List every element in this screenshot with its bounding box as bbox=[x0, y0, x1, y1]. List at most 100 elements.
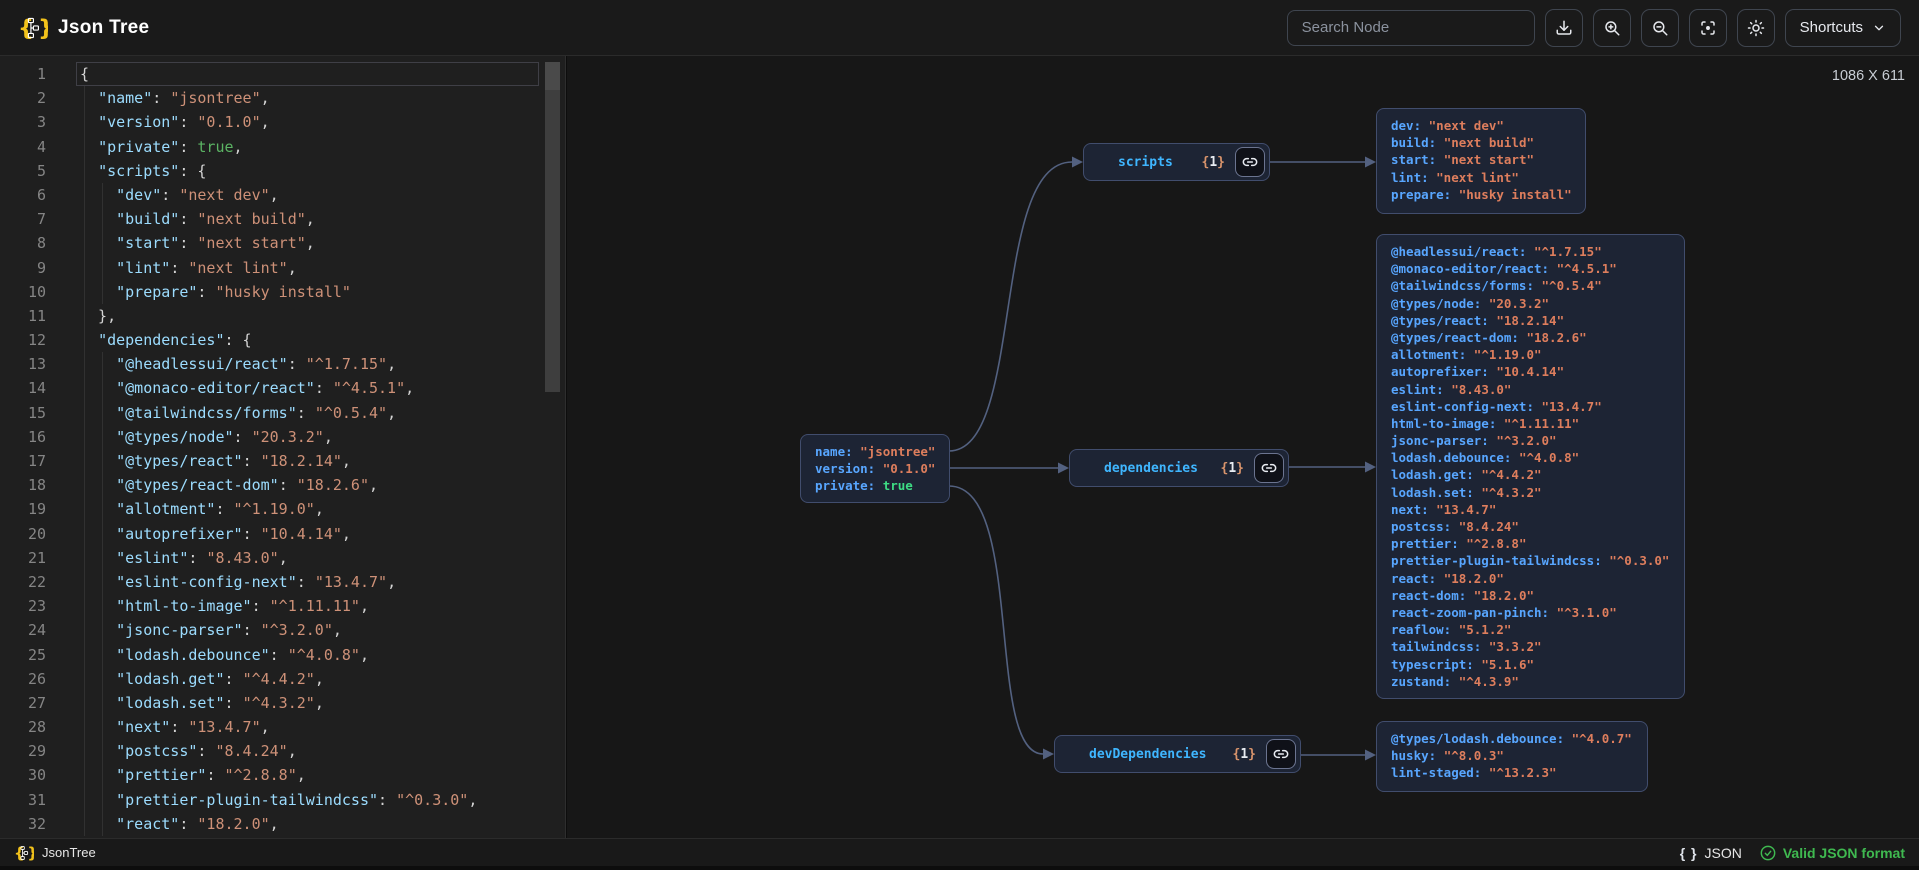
editor-line[interactable]: 27 "lodash.set": "^4.3.2", bbox=[0, 691, 565, 715]
line-code: "version": "0.1.0", bbox=[98, 113, 270, 132]
line-number: 14 bbox=[27, 379, 46, 398]
editor-line[interactable]: 30 "prettier": "^2.8.8", bbox=[0, 763, 565, 787]
editor-line[interactable]: 6 "dev": "next dev", bbox=[0, 183, 565, 207]
graph-node-dependencies[interactable]: dependencies{1} bbox=[1069, 449, 1289, 487]
indent-guide bbox=[102, 183, 103, 304]
main-area: 1{2 "name": "jsontree",3 "version": "0.1… bbox=[0, 56, 1919, 838]
editor-line[interactable]: 25 "lodash.debounce": "^4.0.8", bbox=[0, 643, 565, 667]
brightness-icon bbox=[1747, 19, 1764, 36]
line-number: 22 bbox=[27, 572, 46, 591]
focus-view-button[interactable] bbox=[1688, 8, 1727, 47]
line-code: "scripts": { bbox=[98, 161, 207, 180]
line-number: 19 bbox=[27, 500, 46, 519]
expand-link-button[interactable] bbox=[1266, 739, 1296, 769]
editor-scrollbar[interactable] bbox=[545, 56, 563, 838]
editor-line[interactable]: 20 "autoprefixer": "10.4.14", bbox=[0, 522, 565, 546]
editor-line[interactable]: 16 "@types/node": "20.3.2", bbox=[0, 425, 565, 449]
node-entry: lint-staged: "^13.2.3" bbox=[1391, 765, 1557, 781]
braces-icon: { } bbox=[1679, 844, 1698, 861]
editor-line[interactable]: 12 "dependencies": { bbox=[0, 328, 565, 352]
line-number: 17 bbox=[27, 452, 46, 470]
expand-link-button[interactable] bbox=[1254, 453, 1284, 483]
node-entry: typescript: "5.1.6" bbox=[1391, 656, 1534, 672]
node-entry: version: "0.1.0" bbox=[815, 461, 936, 477]
editor-line[interactable]: 2 "name": "jsontree", bbox=[0, 86, 565, 110]
graph-node-devDependencies-leaf[interactable]: @types/lodash.debounce: "^4.0.7"husky: "… bbox=[1376, 721, 1648, 792]
editor-line[interactable]: 11 }, bbox=[0, 304, 565, 328]
node-entry: start: "next start" bbox=[1391, 152, 1534, 168]
editor-line[interactable]: 9 "lint": "next lint", bbox=[0, 256, 565, 280]
editor-line[interactable]: 23 "html-to-image": "^1.11.11", bbox=[0, 594, 565, 618]
editor-line[interactable]: 13 "@headlessui/react": "^1.7.15", bbox=[0, 352, 565, 376]
status-bar: { } JsonTree { } JSON Valid JSON format bbox=[0, 838, 1919, 866]
node-entry: private: true bbox=[815, 478, 913, 494]
editor-line[interactable]: 18 "@types/react-dom": "18.2.6", bbox=[0, 473, 565, 497]
zoom-in-button[interactable] bbox=[1592, 8, 1631, 47]
editor-line[interactable]: 28 "next": "13.4.7", bbox=[0, 715, 565, 739]
editor-line[interactable]: 26 "lodash.get": "^4.4.2", bbox=[0, 667, 565, 691]
line-code: "react": "18.2.0", bbox=[116, 814, 279, 833]
editor-line[interactable]: 14 "@monaco-editor/react": "^4.5.1", bbox=[0, 376, 565, 400]
line-code: "build": "next build", bbox=[116, 210, 315, 229]
focus-icon bbox=[1700, 20, 1715, 35]
editor-line[interactable]: 1{ bbox=[0, 62, 565, 86]
search-input[interactable] bbox=[1286, 9, 1535, 46]
node-entry: lodash.debounce: "^4.0.8" bbox=[1391, 450, 1580, 466]
shortcuts-button[interactable]: Shortcuts bbox=[1784, 8, 1901, 47]
zoom-out-icon bbox=[1652, 20, 1668, 35]
graph-node-dependencies-leaf[interactable]: @headlessui/react: "^1.7.15"@monaco-edit… bbox=[1376, 234, 1685, 699]
scrollbar-thumb[interactable] bbox=[545, 62, 560, 392]
zoom-in-icon bbox=[1604, 20, 1620, 35]
editor-line[interactable]: 4 "private": true, bbox=[0, 135, 565, 159]
editor-line[interactable]: 22 "eslint-config-next": "13.4.7", bbox=[0, 570, 565, 594]
node-entry: reaflow: "5.1.2" bbox=[1391, 622, 1512, 638]
editor-line[interactable]: 5 "scripts": { bbox=[0, 159, 565, 183]
editor-line[interactable]: 19 "allotment": "^1.19.0", bbox=[0, 497, 565, 521]
node-entry: @monaco-editor/react: "^4.5.1" bbox=[1391, 261, 1617, 277]
editor-line[interactable]: 8 "start": "next start", bbox=[0, 231, 565, 255]
node-entry: lint: "next lint" bbox=[1391, 169, 1519, 185]
svg-text:}: } bbox=[27, 844, 34, 862]
line-number: 2 bbox=[36, 89, 46, 108]
graph-node-scripts-leaf[interactable]: dev: "next dev"build: "next build"start:… bbox=[1376, 108, 1586, 214]
node-entry: @types/lodash.debounce: "^4.0.7" bbox=[1391, 731, 1632, 746]
theme-toggle-button[interactable] bbox=[1736, 8, 1775, 47]
node-entry: @tailwindcss/forms: "^0.5.4" bbox=[1391, 278, 1602, 294]
line-number: 11 bbox=[27, 306, 46, 325]
line-number: 1 bbox=[36, 65, 46, 83]
editor-line[interactable]: 24 "jsonc-parser": "^3.2.0", bbox=[0, 618, 565, 642]
editor-line[interactable]: 21 "eslint": "8.43.0", bbox=[0, 546, 565, 570]
svg-text:}: } bbox=[38, 15, 48, 41]
graph-node-scripts[interactable]: scripts{1} bbox=[1083, 143, 1270, 181]
editor-line[interactable]: 17 "@types/react": "18.2.14", bbox=[0, 449, 565, 473]
line-code: "lint": "next lint", bbox=[116, 258, 297, 277]
graph-node-root[interactable]: name: "jsontree"version: "0.1.0"private:… bbox=[800, 434, 950, 503]
line-code: "autoprefixer": "10.4.14", bbox=[116, 524, 351, 543]
editor-line[interactable]: 15 "@tailwindcss/forms": "^0.5.4", bbox=[0, 401, 565, 425]
line-number: 3 bbox=[36, 113, 46, 132]
node-entry: @types/react: "18.2.14" bbox=[1391, 312, 1565, 328]
line-number: 26 bbox=[27, 669, 46, 688]
line-code: "@types/react": "18.2.14", bbox=[116, 452, 351, 470]
editor-line[interactable]: 3 "version": "0.1.0", bbox=[0, 110, 565, 134]
line-number: 32 bbox=[27, 814, 46, 833]
line-number: 8 bbox=[36, 234, 46, 253]
line-number: 23 bbox=[27, 597, 46, 616]
line-code: "prepare": "husky install" bbox=[116, 282, 351, 301]
child-count-badge: {1} bbox=[1201, 154, 1225, 170]
download-button[interactable] bbox=[1544, 8, 1583, 47]
editor-line[interactable]: 10 "prepare": "husky install" bbox=[0, 280, 565, 304]
editor-line[interactable]: 29 "postcss": "8.4.24", bbox=[0, 739, 565, 763]
app-title: Json Tree bbox=[58, 16, 150, 38]
editor-line[interactable]: 7 "build": "next build", bbox=[0, 207, 565, 231]
editor-line[interactable]: 32 "react": "18.2.0", bbox=[0, 812, 565, 836]
json-editor[interactable]: 1{2 "name": "jsontree",3 "version": "0.1… bbox=[0, 56, 566, 838]
node-entry: eslint-config-next: "13.4.7" bbox=[1391, 398, 1602, 414]
line-code: { bbox=[80, 65, 90, 83]
graph-canvas[interactable]: name: "jsontree"version: "0.1.0"private:… bbox=[567, 56, 1919, 838]
graph-node-devDependencies[interactable]: devDependencies{1} bbox=[1054, 735, 1301, 773]
expand-link-button[interactable] bbox=[1235, 147, 1265, 177]
zoom-out-button[interactable] bbox=[1640, 8, 1679, 47]
editor-line[interactable]: 31 "prettier-plugin-tailwindcss": "^0.3.… bbox=[0, 788, 565, 812]
svg-text:{: { bbox=[14, 844, 25, 862]
